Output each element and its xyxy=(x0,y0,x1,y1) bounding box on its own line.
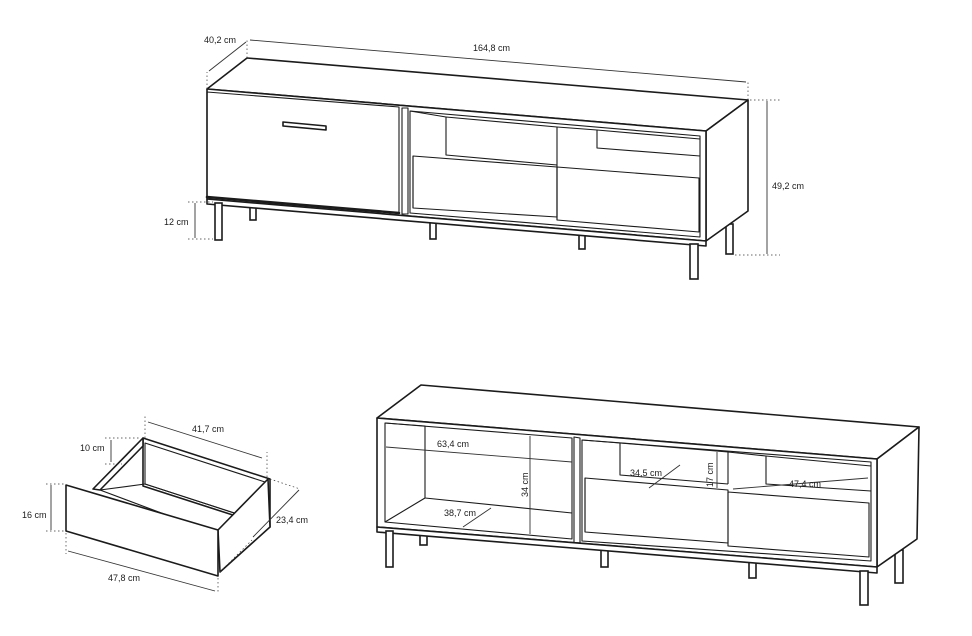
dim-drawer-front-height: 16 cm xyxy=(22,510,47,520)
dim-leg-height: 12 cm xyxy=(164,217,189,227)
dim-drawer-side-height: 10 cm xyxy=(80,443,105,453)
open-section xyxy=(409,110,701,238)
dim-height: 49,2 cm xyxy=(772,181,804,191)
cabinet-base xyxy=(206,198,707,247)
dim-drawer-inner-width: 41,7 cm xyxy=(192,424,224,434)
drawer-detail-view: 41,7 cm 10 cm 16 cm 23,4 cm 47,8 cm xyxy=(22,416,308,593)
cabinet-assembled-view: 40,2 cm 164,8 cm 49,2 cm 12 cm xyxy=(164,35,804,280)
dim-drawer-front-width: 47,8 cm xyxy=(108,573,140,583)
dim-width: 164,8 cm xyxy=(473,43,510,53)
leg-front-right xyxy=(689,243,699,280)
dim-drawer-depth: 23,4 cm xyxy=(276,515,308,525)
dim-shelf-depth: 34,5 cm xyxy=(630,468,662,478)
dim-shelf-clearance: 17 cm xyxy=(705,462,715,487)
dim-left-compartment-depth: 38,7 cm xyxy=(444,508,476,518)
leg-front-left xyxy=(214,202,223,241)
dim-left-compartment-height: 34 cm xyxy=(520,472,530,497)
leg-back-right xyxy=(725,223,734,255)
cabinet-open-view: 63,4 cm 34 cm 38,7 cm 34,5 cm 17 cm 47,4… xyxy=(376,384,920,606)
cabinet-divider xyxy=(401,107,409,215)
dim-shelf-width: 47,4 cm xyxy=(789,479,821,489)
dim-left-compartment-width: 63,4 cm xyxy=(437,439,469,449)
drawer-front xyxy=(65,484,219,577)
dim-depth: 40,2 cm xyxy=(204,35,236,45)
door-handle xyxy=(282,121,327,131)
